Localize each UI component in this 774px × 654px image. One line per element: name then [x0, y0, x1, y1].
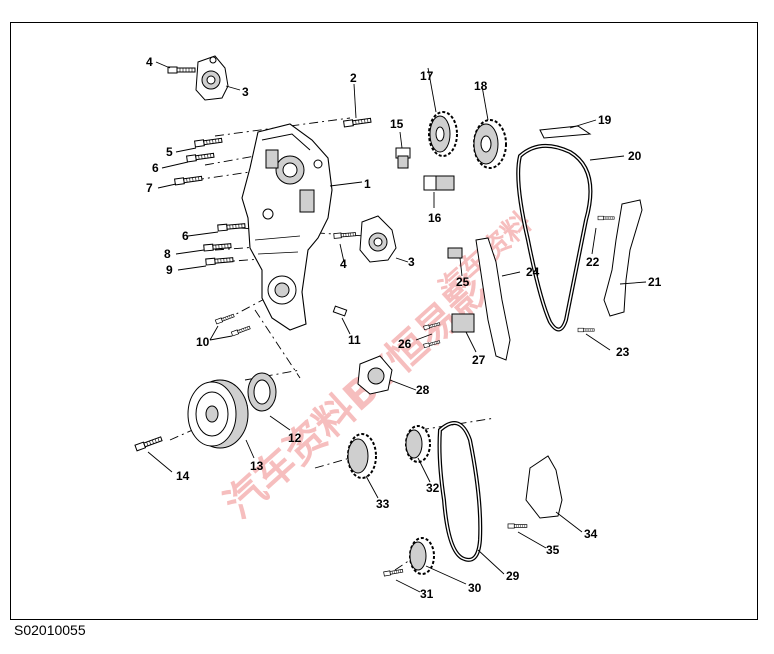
diagram-frame: [10, 22, 758, 620]
callout-2: 2: [350, 71, 357, 85]
callout-31: 31: [420, 587, 434, 601]
oil-seal: [247, 372, 277, 412]
figure-code: S02010055: [14, 622, 86, 638]
vvt-solenoid-upper: [195, 55, 229, 101]
bolt-4-lower: [333, 231, 357, 239]
callout-13: 13: [250, 459, 264, 473]
guide-24: [475, 237, 511, 361]
callout-14: 14: [176, 469, 190, 483]
callout-30: 30: [468, 581, 482, 595]
timing-chain-20: [516, 144, 593, 332]
bolt-23: [577, 327, 595, 333]
tensioner-arm-34: [525, 455, 563, 519]
cam-sprocket-17: [428, 111, 458, 157]
callout-15: 15: [390, 117, 404, 131]
bolt-10a: [214, 313, 235, 325]
leader-lines: [147, 61, 647, 593]
callout-1: 1: [364, 177, 371, 191]
callout-25: 25: [456, 275, 470, 289]
callout-21: 21: [648, 275, 662, 289]
callout-33: 33: [376, 497, 390, 511]
balance-chain-29: [437, 420, 483, 562]
callout-24: 24: [526, 265, 540, 279]
callout-labels: 1 2 3 4 5 6 7 8 9 10 11 12 13 14 15 16 1…: [146, 55, 662, 601]
bolt-10b: [230, 325, 251, 337]
tensioner-27: [451, 313, 475, 333]
callout-22: 22: [586, 255, 600, 269]
callout-18: 18: [474, 79, 488, 93]
bolt-14: [134, 435, 163, 452]
tensioner-guide-21: [603, 199, 643, 317]
callout-34: 34: [584, 527, 598, 541]
callout-23: 23: [616, 345, 630, 359]
cam-bolt-15: [395, 147, 411, 169]
bolt-6-upper: [186, 151, 215, 163]
dowel-11: [332, 305, 348, 317]
callout-29: 29: [506, 569, 520, 583]
callout-11: 11: [348, 333, 361, 347]
callout-6: 6: [152, 161, 159, 175]
pin-25: [447, 247, 463, 259]
cam-sprocket-18: [473, 119, 507, 169]
callout-10: 10: [196, 335, 210, 349]
callout-12: 12: [288, 431, 302, 445]
callout-9: 9: [166, 263, 173, 277]
vvt-solenoid-lower: [359, 215, 397, 263]
bolt-5: [194, 136, 223, 148]
callout-20: 20: [628, 149, 642, 163]
cam-bolt-16: [423, 175, 455, 191]
bolt-7: [174, 174, 203, 186]
callout-28: 28: [416, 383, 430, 397]
bolt-22: [597, 215, 615, 221]
callout-7: 7: [146, 181, 153, 195]
upper-guide-19: [539, 125, 592, 139]
callout-3-lower: 3: [408, 255, 415, 269]
callout-16: 16: [428, 211, 442, 225]
callout-35: 35: [546, 543, 560, 557]
callout-8: 8: [164, 247, 171, 261]
sprocket-32: [405, 425, 431, 463]
timing-cover: [241, 123, 333, 331]
callout-26: 26: [398, 337, 412, 351]
bolt-6-lower: [217, 222, 246, 232]
bolt-31: [383, 568, 404, 577]
callout-3: 3: [242, 85, 249, 99]
sprocket-33: [347, 433, 377, 479]
callout-4: 4: [146, 55, 153, 69]
callout-19: 19: [598, 113, 612, 127]
sprocket-30: [409, 537, 435, 575]
bolt-9: [205, 256, 234, 266]
callout-5: 5: [166, 145, 173, 159]
callout-32: 32: [426, 481, 440, 495]
callout-6-lower: 6: [182, 229, 189, 243]
pump-28: [357, 355, 393, 395]
callout-4-lower: 4: [340, 257, 347, 271]
callout-27: 27: [472, 353, 486, 367]
crank-pulley: [187, 379, 249, 449]
bolt-4-upper: [167, 66, 196, 74]
callout-17: 17: [420, 69, 434, 83]
bolt-35: [507, 523, 528, 529]
